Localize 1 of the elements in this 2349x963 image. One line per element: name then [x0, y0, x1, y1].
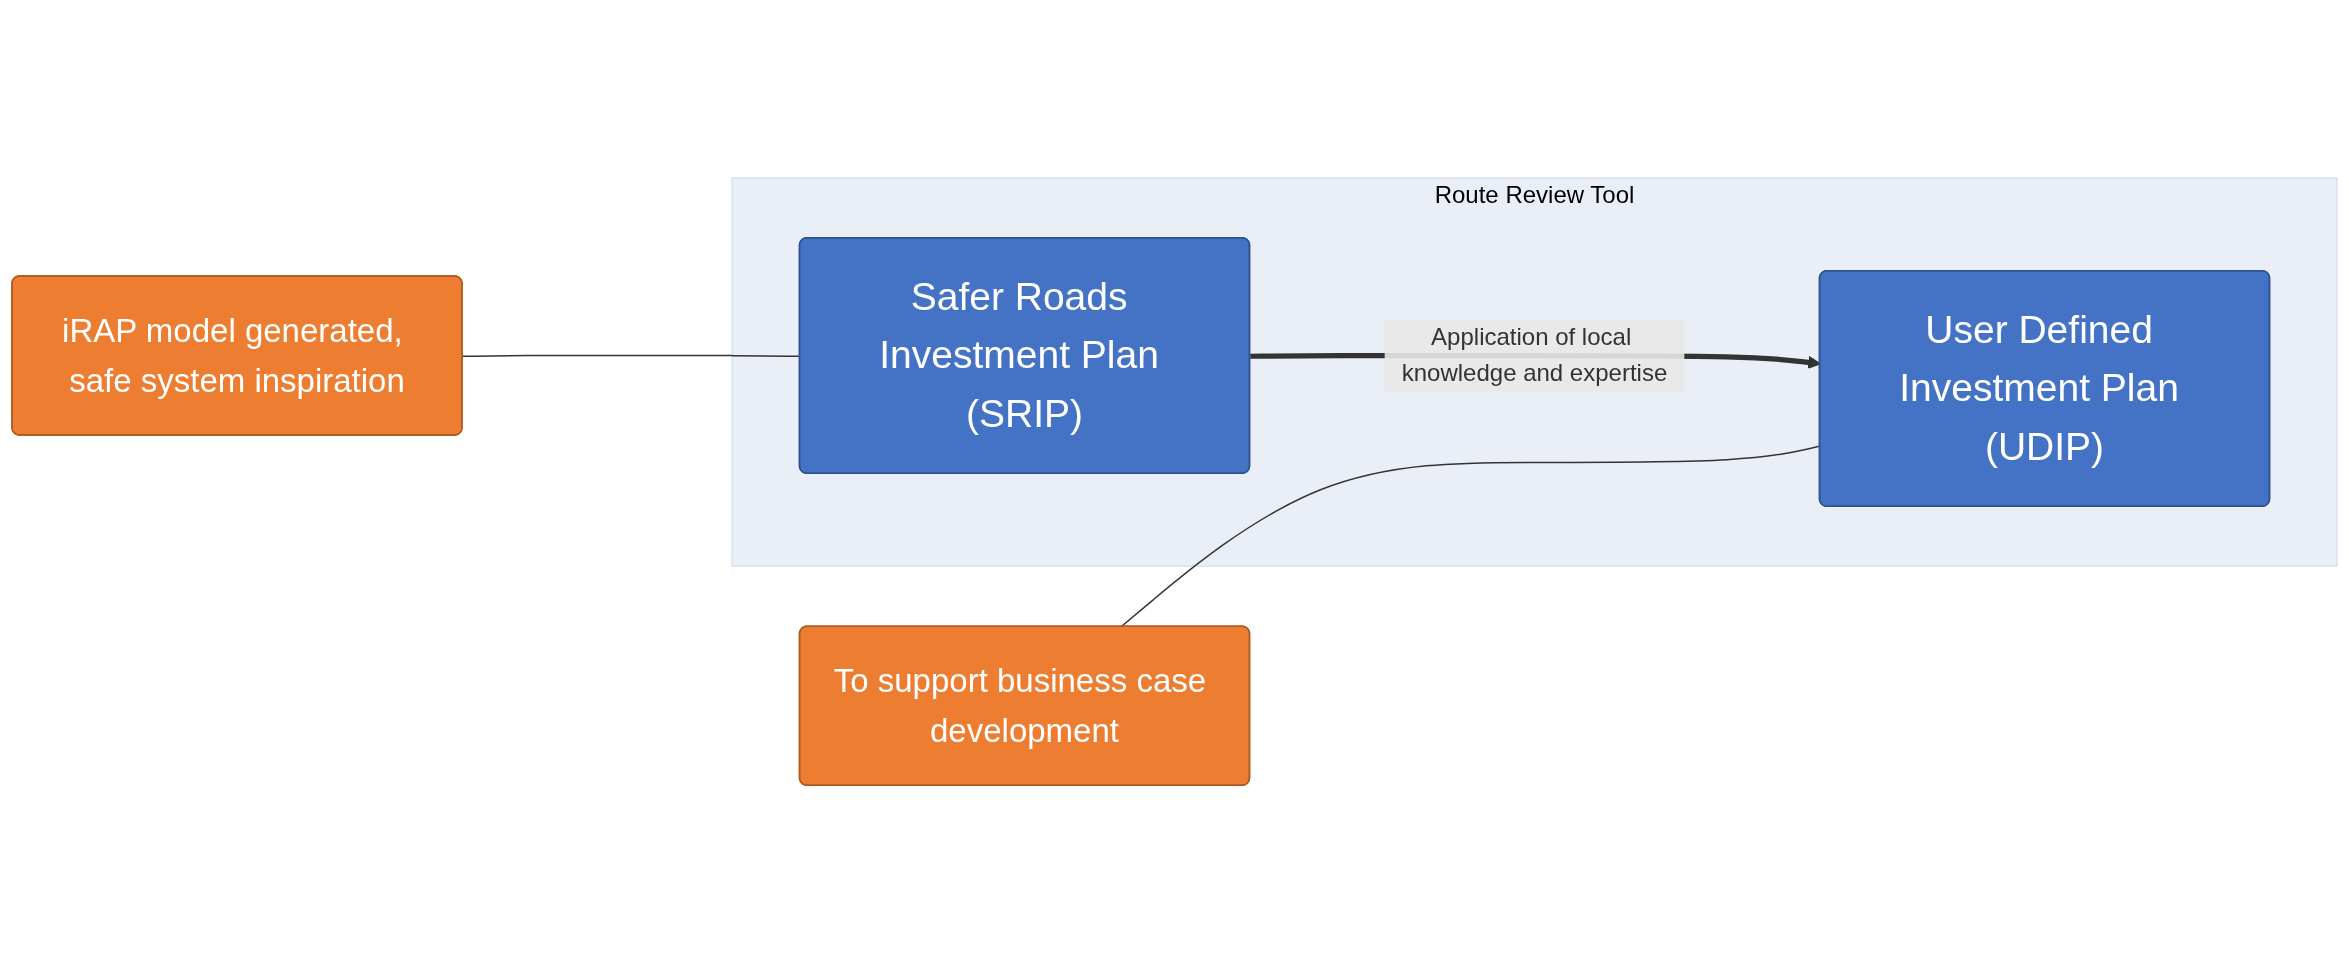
edge-label: Application of local knowledge and expertise: [1401, 324, 1668, 386]
